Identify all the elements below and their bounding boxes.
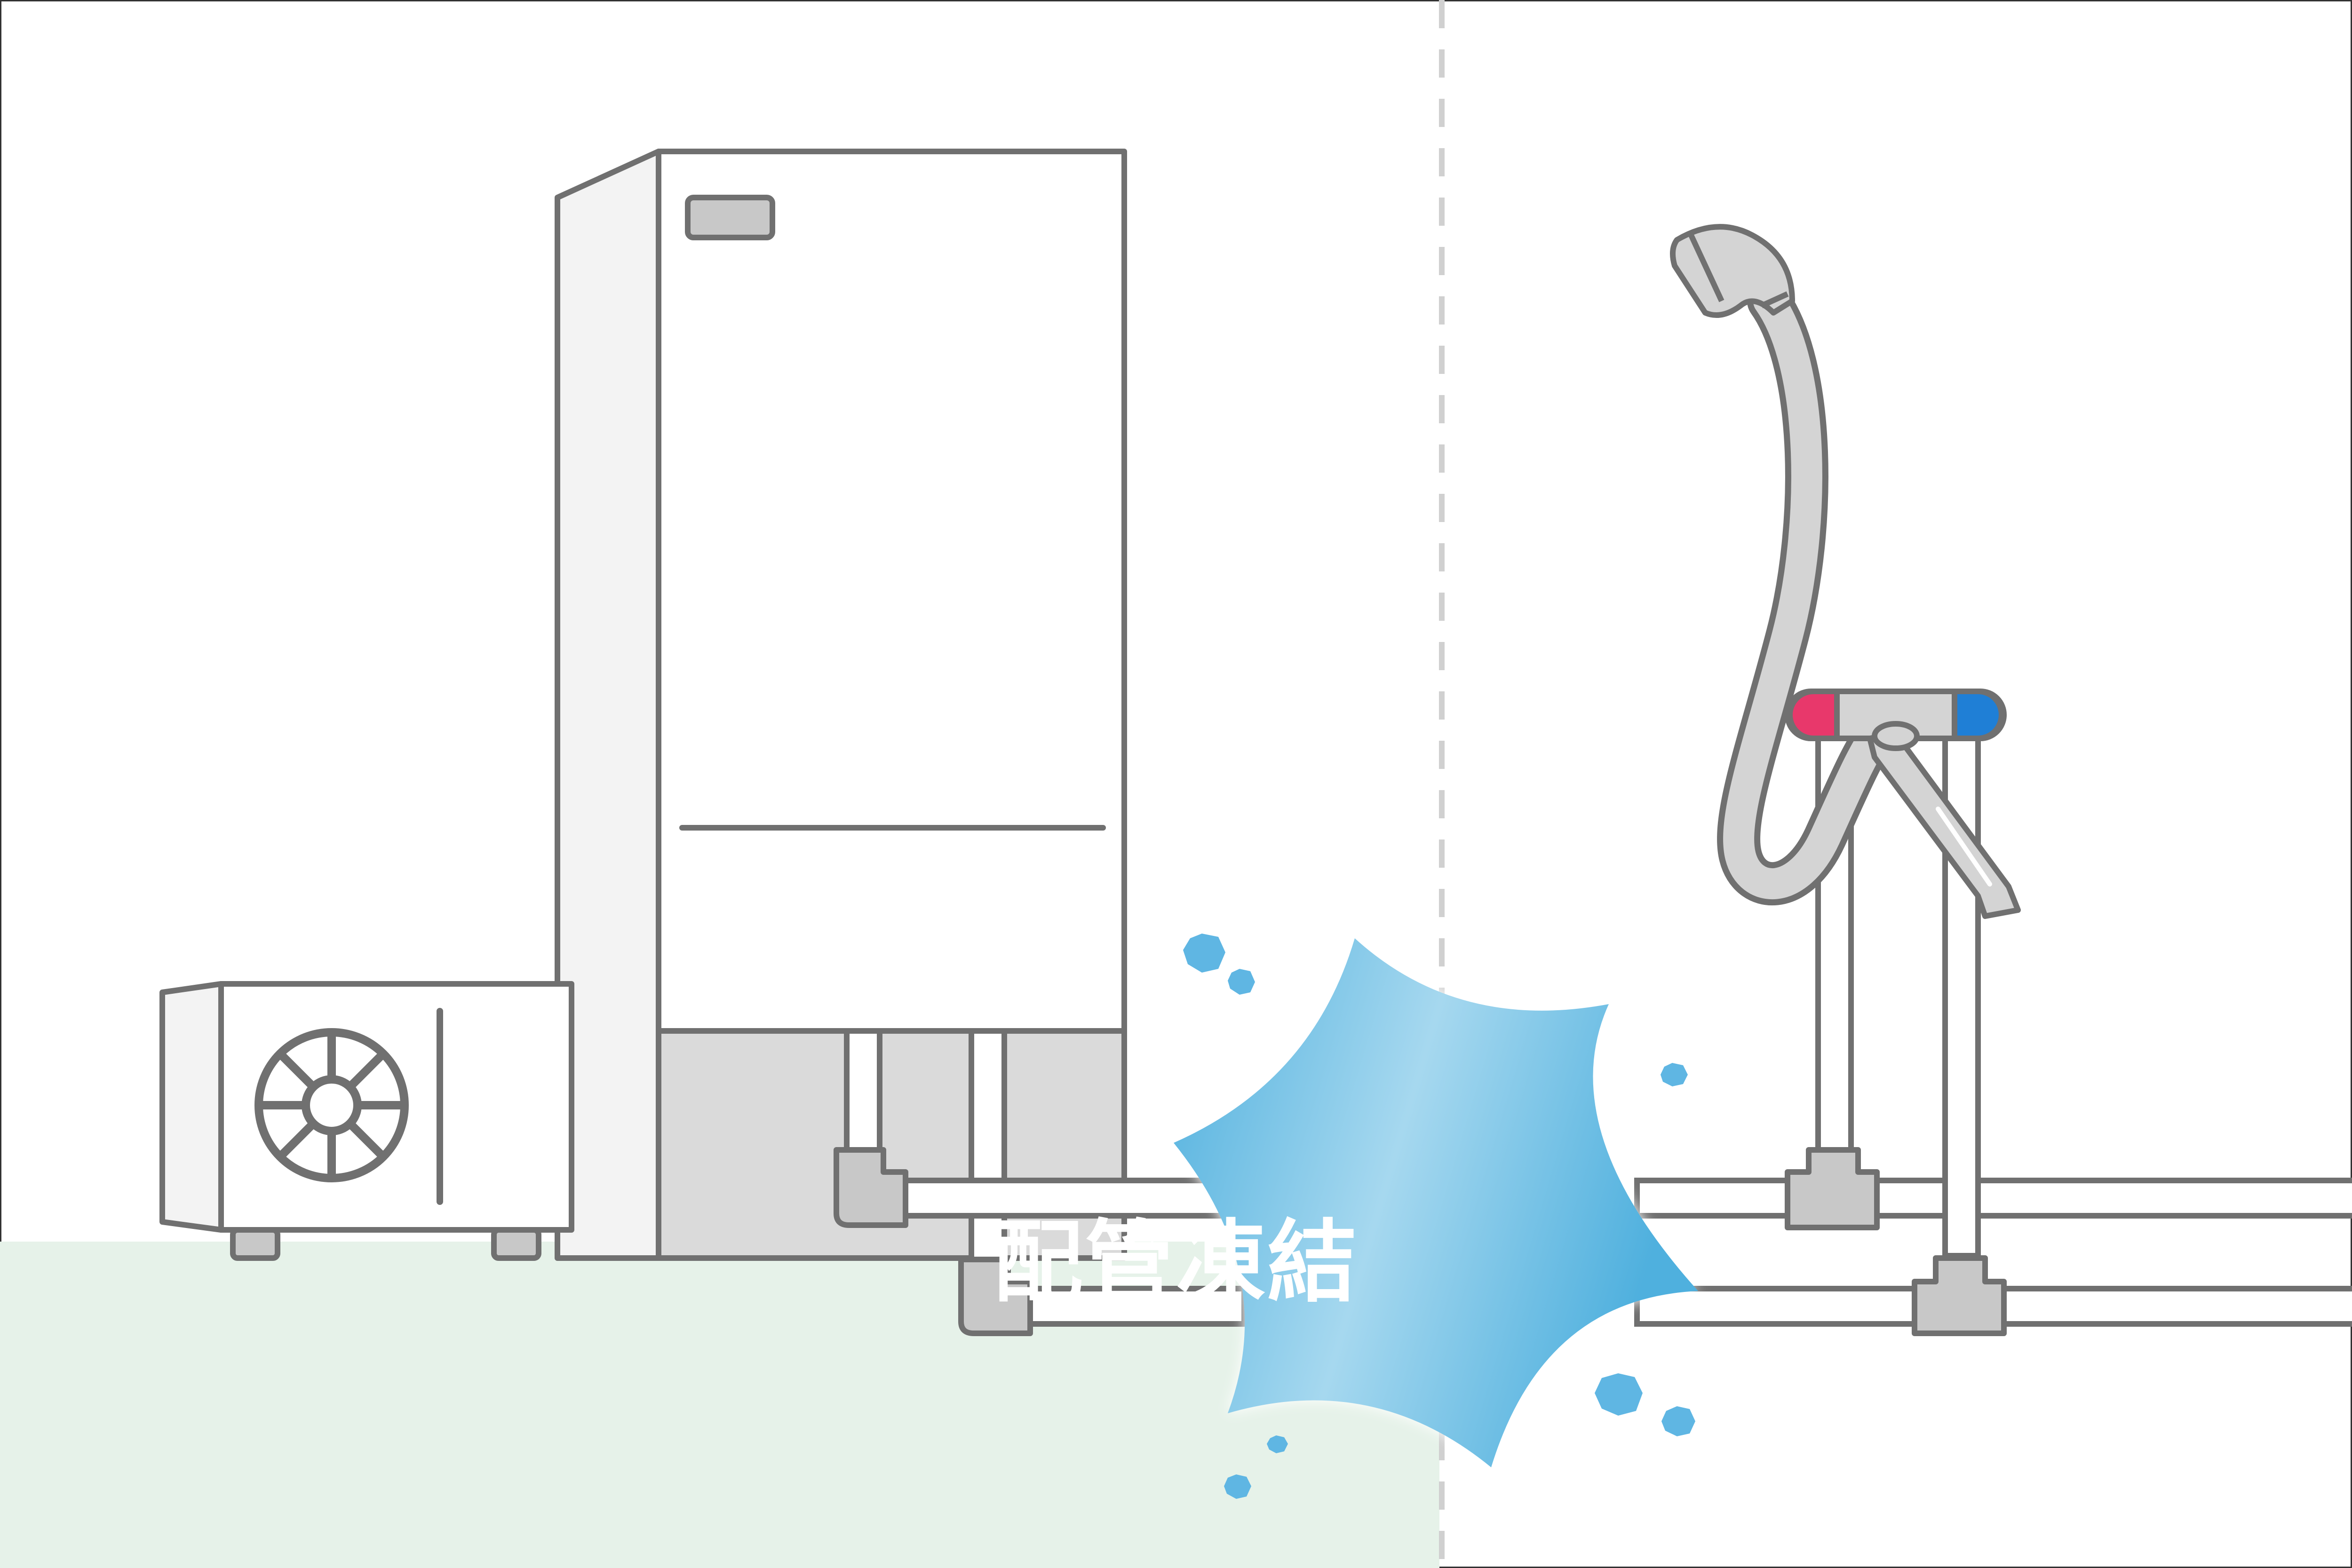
ice-droplet — [1595, 1373, 1643, 1416]
shower-head-icon — [1670, 224, 1795, 318]
ice-droplet — [1228, 969, 1255, 995]
tee-fitting-1 — [1785, 1147, 1880, 1230]
ice-droplet — [1224, 1474, 1251, 1499]
heat-pump-foot-left — [230, 1227, 280, 1261]
shower-hose-inner — [1723, 285, 1892, 900]
elbow-fitting-2 — [958, 1257, 1033, 1336]
water-heater-unit — [555, 149, 1127, 1269]
tee-fitting-2 — [1912, 1255, 2007, 1336]
tank-front-panel — [656, 149, 1127, 1034]
pipe-freeze-label: 配管凍結 — [993, 1211, 1359, 1315]
hot-water-knob — [1787, 689, 1840, 741]
tank-pipe-2 — [969, 1028, 1007, 1269]
faucet-spout-highlight — [1936, 807, 1992, 887]
heat-pump-outdoor-unit — [159, 981, 574, 1261]
mixing-faucet-icon — [1785, 689, 2021, 919]
cold-water-knob — [1952, 689, 2004, 741]
ice-droplet — [1183, 934, 1225, 973]
shower-head-body — [1670, 224, 1795, 318]
shower-head-face-line — [1688, 234, 1724, 302]
pipe-fittings-left — [834, 1147, 1033, 1336]
ice-droplet — [1267, 1435, 1288, 1453]
heat-pump-side — [159, 981, 224, 1233]
faucet-hose-joint — [1872, 721, 1920, 751]
pipe-fittings-right — [1785, 1147, 2007, 1336]
ice-droplet — [1661, 1063, 1688, 1086]
pipe-upper-right — [1634, 1178, 2352, 1219]
burst-shape — [1174, 938, 1698, 1467]
ice-droplet — [1661, 1406, 1695, 1436]
ice-droplets — [1183, 934, 1695, 1499]
elbow-fitting-1 — [834, 1147, 908, 1228]
tank-pipe-1 — [844, 1028, 882, 1156]
shower-head-collar — [1760, 291, 1789, 309]
frozen-pipe-burst-icon — [1174, 938, 1698, 1467]
heat-pump-foot-right — [491, 1227, 541, 1261]
tank-control-panel — [685, 195, 775, 240]
heat-pump-fan-icon — [254, 1028, 409, 1182]
